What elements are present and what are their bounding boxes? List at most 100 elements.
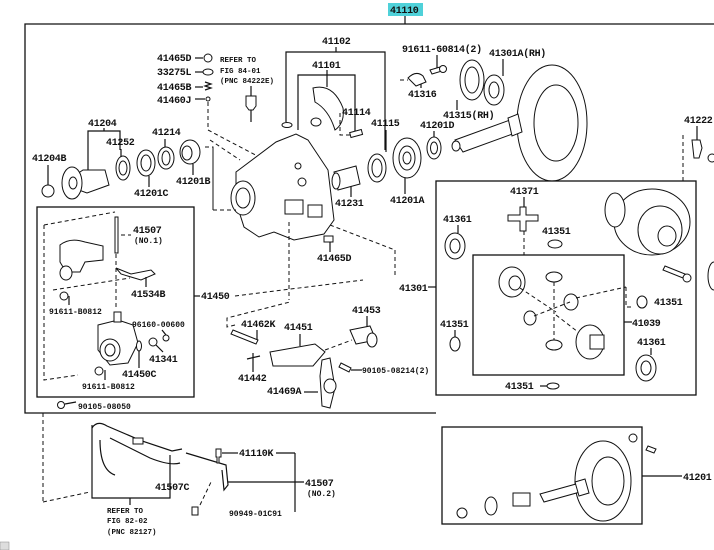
label-41301A[interactable]: 41301A(RH)	[489, 48, 546, 60]
dash-guide	[555, 314, 579, 333]
label-41115[interactable]: 41115	[371, 119, 400, 130]
label-41102[interactable]: 41102	[322, 37, 351, 48]
label-41465D-bottom[interactable]: 41465D	[317, 254, 352, 265]
label-41351-d[interactable]: 41351	[505, 382, 534, 393]
dash-guide	[199, 479, 213, 506]
wire-41507-icon	[114, 216, 119, 254]
label-41114[interactable]: 41114	[342, 108, 371, 119]
clip-41110K-icon	[215, 448, 222, 464]
label-90949-01C91[interactable]: 90949-01C91	[229, 510, 282, 519]
label-41460J[interactable]: 41460J	[157, 96, 192, 107]
label-41507-no1[interactable]: 41507	[133, 226, 162, 237]
dash-guide	[205, 146, 214, 208]
label-41039[interactable]: 41039	[632, 319, 661, 330]
bearing-bore-icon	[402, 151, 412, 165]
label-41465D-top[interactable]: 41465D	[157, 54, 192, 65]
spring-41465B-icon	[203, 81, 213, 91]
label-41316[interactable]: 41316	[408, 90, 437, 101]
label-41450C[interactable]: 41450C	[122, 370, 157, 381]
housing-hole-icon	[294, 162, 302, 170]
label-41351-a[interactable]: 41351	[542, 227, 571, 238]
corner-marker	[0, 541, 10, 550]
label-41201D[interactable]: 41201D	[420, 121, 455, 132]
bolt-41201-b-icon	[645, 445, 657, 454]
label-41201[interactable]: 41201	[683, 473, 712, 484]
label-91611-60814[interactable]: 91611-60814(2)	[402, 44, 482, 56]
dash-guide	[625, 287, 631, 308]
label-96160-00600[interactable]: 96160-00600	[132, 321, 185, 330]
label-41451[interactable]: 41451	[284, 323, 313, 334]
bolt-91611-B0812-b-icon	[94, 366, 104, 376]
washer-41351-b-icon	[449, 336, 461, 352]
label-41361-b[interactable]: 41361	[637, 338, 666, 349]
actuator-group-box	[36, 206, 195, 398]
label-33275L[interactable]: 33275L	[157, 68, 192, 79]
label-41507-no2[interactable]: 41507	[305, 479, 334, 490]
pin-41462K-icon	[230, 329, 259, 345]
bearing-41301A-inner-icon	[488, 81, 500, 99]
label-41507C[interactable]: 41507C	[155, 483, 190, 494]
differential-case-box	[435, 180, 697, 396]
differential-case-bore-icon	[657, 225, 677, 247]
label-41453[interactable]: 41453	[352, 306, 381, 317]
title-part-label[interactable]: 41110	[390, 6, 419, 17]
main-frame	[24, 23, 714, 414]
actuator-gear-inner-icon	[104, 343, 116, 357]
washer-41361-b-inner-icon	[640, 360, 652, 376]
label-41465B[interactable]: 41465B	[157, 83, 192, 94]
bolt-head-icon	[439, 65, 447, 73]
washer-41351-a-icon	[547, 239, 563, 249]
label-41110K[interactable]: 41110K	[239, 449, 274, 460]
bolt-41465D-icon	[203, 53, 213, 63]
housing-hole-icon	[297, 177, 307, 187]
pin-41442-icon	[246, 355, 261, 360]
label-91611-B0812-a[interactable]: 91611-B0812	[49, 308, 102, 317]
label-41204[interactable]: 41204	[88, 119, 117, 130]
dash-guide	[226, 301, 291, 328]
label-91611-B0812-b[interactable]: 91611-B0812	[82, 383, 135, 392]
label-41361-a[interactable]: 41361	[443, 215, 472, 226]
sleeve-end-icon	[366, 332, 378, 348]
label-41101[interactable]: 41101	[312, 61, 341, 72]
label-41201C[interactable]: 41201C	[134, 189, 169, 200]
plug-96160-icon	[162, 334, 170, 342]
pinion-gear-right-icon	[563, 293, 579, 311]
dash-guide	[52, 277, 131, 291]
side-gear-left-inner-icon	[508, 275, 522, 291]
fork-41101-icon	[312, 86, 344, 131]
bracket-refer-fig82	[91, 425, 171, 499]
label-41351-b[interactable]: 41351	[440, 320, 469, 331]
label-41507-no2-sub: (NO.2)	[307, 490, 336, 499]
label-41371[interactable]: 41371	[510, 187, 539, 198]
bracket-41534B-icon	[115, 267, 156, 281]
dash-guide	[42, 491, 91, 503]
label-41442[interactable]: 41442	[238, 374, 267, 385]
ref-fig82-line1: REFER TO	[107, 508, 144, 516]
label-41507-no1-sub: (NO.1)	[134, 237, 163, 246]
dash-guide	[339, 113, 350, 136]
label-41201A[interactable]: 41201A	[390, 196, 425, 207]
label-41469A[interactable]: 41469A	[267, 387, 302, 398]
bearing-41201B-inner-icon	[181, 145, 193, 161]
label-41201B[interactable]: 41201B	[176, 177, 211, 188]
oil-seal-inner-icon	[371, 158, 383, 178]
label-41315[interactable]: 41315(RH)	[443, 110, 495, 122]
label-41351-c[interactable]: 41351	[654, 298, 683, 309]
bolt-91611-B0812-a-icon	[59, 291, 69, 301]
label-41462K[interactable]: 41462K	[241, 320, 276, 331]
bolt-90949-icon	[191, 506, 199, 516]
label-41231[interactable]: 41231	[335, 199, 364, 210]
label-41222[interactable]: 41222	[684, 116, 713, 127]
dash-guide	[43, 225, 79, 381]
label-41252[interactable]: 41252	[106, 138, 135, 149]
label-90105-08214[interactable]: 90105-08214(2)	[362, 367, 429, 376]
label-41534B[interactable]: 41534B	[131, 290, 166, 301]
label-41450[interactable]: 41450	[201, 292, 230, 303]
flange-disc-hole-icon	[68, 176, 78, 190]
label-41341[interactable]: 41341	[149, 355, 178, 366]
label-41204B[interactable]: 41204B	[32, 154, 67, 165]
label-41301[interactable]: 41301	[399, 284, 428, 295]
label-90105-08050[interactable]: 90105-08050	[78, 403, 131, 412]
washer-41351-c-icon	[636, 295, 648, 309]
label-41214[interactable]: 41214	[152, 128, 181, 139]
